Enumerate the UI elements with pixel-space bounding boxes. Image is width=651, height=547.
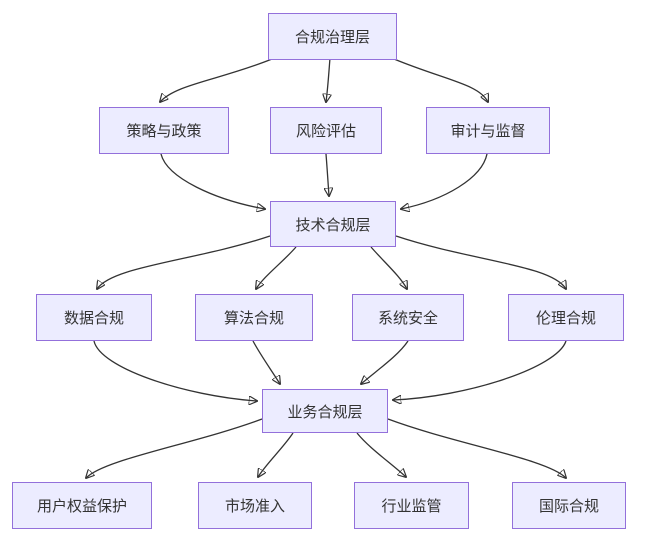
edge-strategy-technical	[160, 153, 265, 209]
edge-business-market	[258, 432, 294, 477]
edge-risk-technical	[326, 153, 329, 196]
edge-technical-ethics	[395, 235, 566, 289]
node-ethics-compliance: 伦理合规	[508, 294, 624, 341]
node-industry-regulation: 行业监管	[354, 482, 469, 529]
node-user-rights-protection: 用户权益保护	[12, 482, 152, 529]
node-algorithm-compliance: 算法合规	[195, 294, 313, 341]
node-risk-assessment: 风险评估	[270, 107, 382, 154]
node-strategy-policy: 策略与政策	[99, 107, 229, 154]
edge-audit-technical	[401, 153, 488, 209]
edge-technical-algorithm	[256, 246, 297, 289]
edge-business-industry	[356, 432, 406, 477]
node-system-security: 系统安全	[352, 294, 464, 341]
edge-governance-risk	[326, 57, 330, 102]
edge-governance-audit	[393, 58, 488, 102]
edge-technical-data	[97, 235, 271, 289]
node-technical-layer: 技术合规层	[270, 201, 396, 247]
edge-algorithm-business	[252, 340, 280, 384]
node-governance-layer: 合规治理层	[268, 13, 397, 60]
edge-governance-strategy	[160, 58, 273, 102]
edge-system-business	[361, 340, 409, 384]
node-market-access: 市场准入	[198, 482, 312, 529]
node-audit-supervision: 审计与监督	[426, 107, 550, 154]
edge-business-international	[387, 418, 566, 478]
node-business-layer: 业务合规层	[262, 389, 388, 433]
edge-business-user-rights	[86, 418, 263, 478]
edge-technical-system	[370, 246, 407, 289]
node-data-compliance: 数据合规	[36, 294, 152, 341]
node-international-compliance: 国际合规	[512, 482, 626, 529]
edge-data-business	[93, 340, 257, 401]
edge-ethics-business	[393, 340, 567, 400]
